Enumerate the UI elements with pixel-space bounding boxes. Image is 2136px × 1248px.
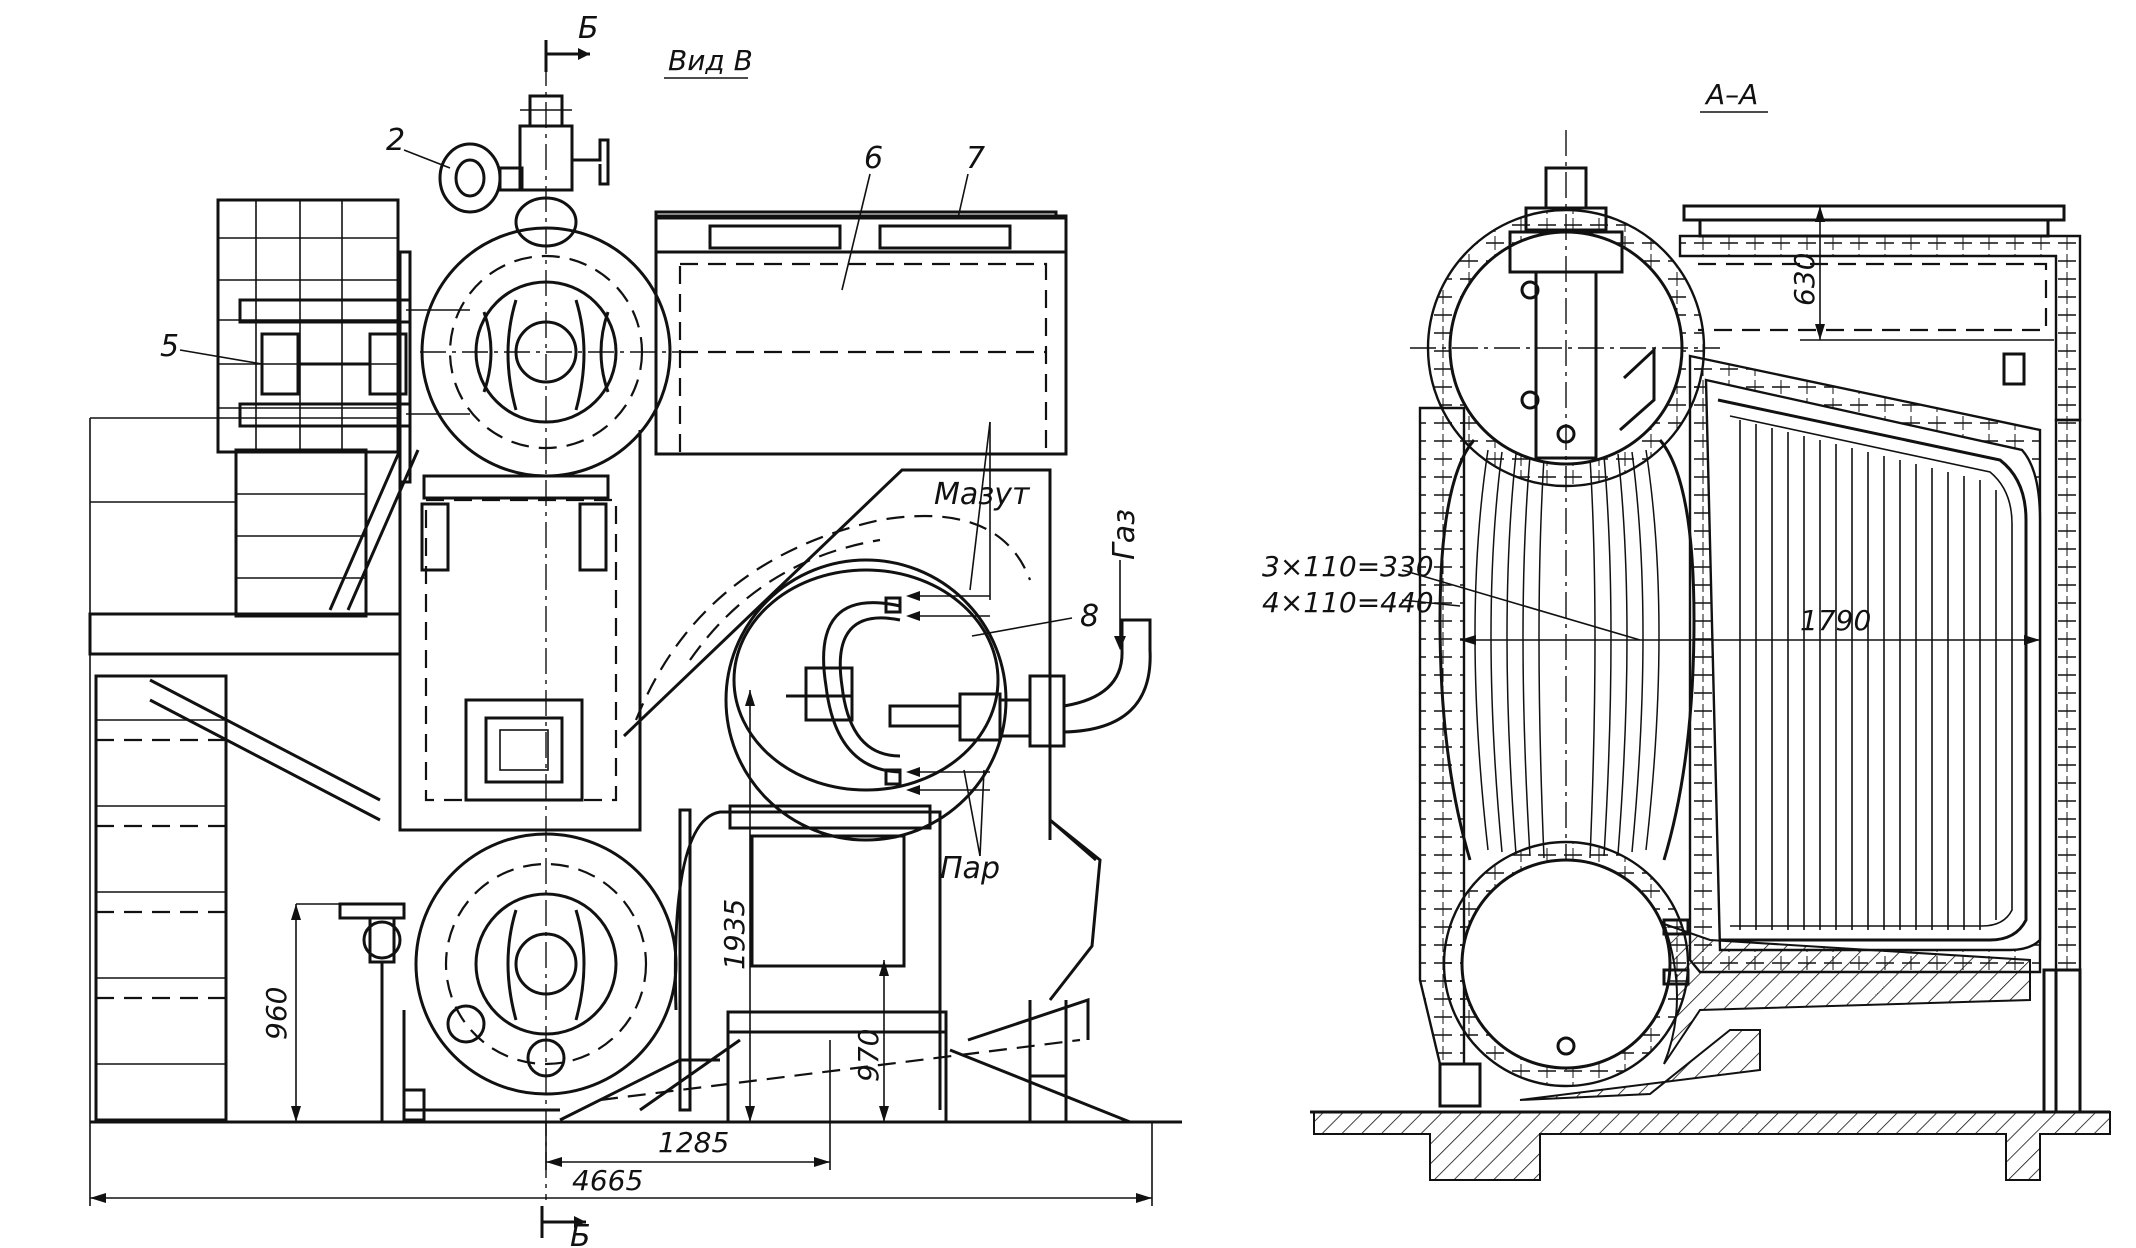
lower-drum	[402, 832, 741, 1122]
gauge-2	[403, 142, 524, 214]
dimension-1935: 1935	[718, 690, 755, 1122]
svg-text:3×110=330: 3×110=330	[1262, 550, 1434, 583]
stair-structure	[88, 417, 420, 1122]
fuel-arrows	[906, 421, 1126, 857]
furnace-tubes	[1438, 439, 1696, 861]
callout-5: 5	[160, 329, 179, 364]
svg-text:960: 960	[260, 987, 293, 1040]
section-title: А–А	[1704, 78, 1758, 111]
insulated-casing	[1418, 204, 2082, 1114]
view-title: Вид В	[668, 44, 753, 77]
blowdown-valve	[338, 902, 426, 1122]
main-steam-valve	[514, 94, 610, 248]
svg-text:1790: 1790	[1800, 604, 1871, 637]
section-mark-top: Б	[544, 11, 599, 72]
dimension-960: 960	[260, 903, 370, 1123]
foundation	[1310, 1029, 2111, 1181]
callout-8: 8	[1080, 599, 1099, 634]
section-lower-drum	[1442, 840, 2031, 1088]
dimension-630: 630	[1788, 206, 2054, 341]
label-gas: Газ	[1107, 509, 1142, 560]
section-view-drawing: А–А	[1262, 78, 2111, 1181]
callout-6: 6	[864, 141, 883, 176]
railing-frame	[216, 198, 400, 454]
label-steam: Пар	[940, 851, 1000, 886]
inspection-hatch	[464, 698, 584, 802]
dimension-970: 970	[852, 960, 889, 1122]
svg-text:630: 630	[1788, 253, 1821, 306]
left-view-drawing: Вид В Б Б	[88, 11, 1182, 1248]
svg-text:4665: 4665	[572, 1164, 643, 1197]
svg-text:4×110=440: 4×110=440	[1262, 586, 1434, 619]
svg-text:1285: 1285	[658, 1126, 729, 1159]
section-upper-drum	[1410, 130, 1720, 1070]
tube-bank	[1717, 398, 2028, 942]
drum-frame	[398, 250, 642, 832]
dimension-4665: 4665	[89, 1122, 1153, 1206]
callout-2: 2	[386, 123, 405, 158]
dimension-1285: 1285	[545, 1040, 831, 1170]
svg-text:Б: Б	[578, 11, 599, 46]
callout-7: 7	[966, 141, 985, 176]
svg-text:Б: Б	[570, 1219, 591, 1248]
upper-casing-6	[654, 210, 1068, 456]
svg-text:970: 970	[852, 1029, 885, 1082]
burner-assembly-8	[622, 468, 1152, 842]
dimension-330-440-1790: 3×110=330 4×110=440 1790	[1262, 550, 2040, 645]
section-mark-bottom: Б	[540, 1206, 591, 1248]
label-fuel-oil: Мазут	[934, 477, 1031, 512]
svg-text:1935: 1935	[718, 899, 751, 970]
